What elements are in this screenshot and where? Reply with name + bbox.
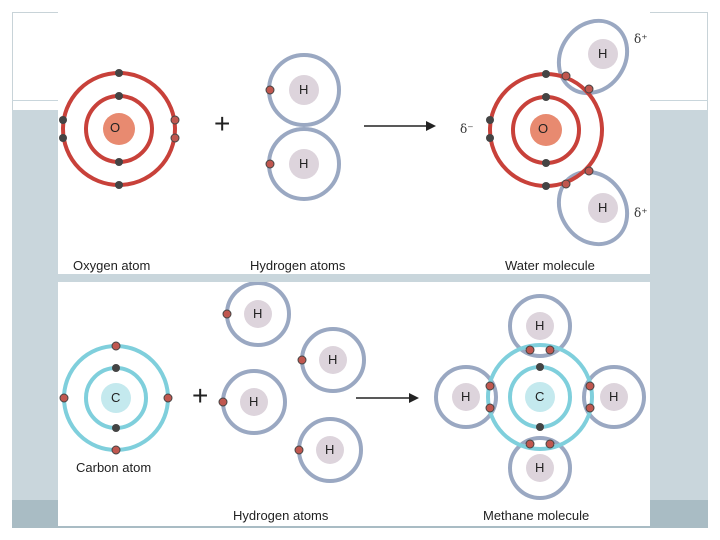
oxygen-symbol: O [110,120,121,135]
hydrogen-symbol-2: H [299,156,309,171]
methane-diagram-panel: C H H H H C H H H H + Carbon atom Hydrog… [58,282,650,526]
methane-hydrogen-atom-2 [297,327,366,393]
delta-plus-label-2: δ⁺ [634,206,648,220]
methane-mol-h-left: H [461,389,471,404]
reaction-arrow-1 [364,121,436,131]
water-diagram-svg [59,18,630,247]
water-hydrogen-symbol-2: H [598,200,608,215]
water-diagram-panel: O H H O H H + δ⁻ δ⁺ δ⁺ Oxygen atom Hydro… [58,12,650,274]
methane-mol-h-right: H [609,389,619,404]
methane-mol-h-top: H [535,318,545,333]
carbon-symbol: C [111,390,121,405]
oxygen-atom-caption: Oxygen atom [73,258,151,273]
methane-hydrogen-atoms-caption: Hydrogen atoms [233,508,329,523]
carbon-atom [59,341,173,455]
delta-minus-label: δ⁻ [460,122,474,136]
methane-hydrogen-atom-4 [294,417,363,483]
reaction-arrow-2 [356,393,419,403]
water-molecule-caption: Water molecule [505,258,595,273]
methane-h-symbol-4: H [325,442,335,457]
water-molecule [486,18,630,247]
hydrogen-symbol-1: H [299,82,309,97]
methane-molecule-caption: Methane molecule [483,508,590,523]
hydrogen-atoms-caption: Hydrogen atoms [250,258,346,273]
plus-sign-2: + [192,380,209,411]
methane-h-symbol-1: H [253,306,263,321]
water-hydrogen-symbol-1: H [598,46,608,61]
plus-sign-1: + [214,108,231,139]
methane-mol-h-bottom: H [535,460,545,475]
delta-plus-label-1: δ⁺ [634,32,648,46]
water-oxygen-symbol: O [538,121,549,136]
carbon-atom-caption: Carbon atom [76,460,152,475]
methane-c-symbol: C [535,389,545,404]
methane-h-symbol-2: H [328,352,338,367]
hydrogen-atom-2 [265,127,341,201]
methane-molecule [434,294,646,500]
methane-diagram-svg [59,282,646,500]
methane-hydrogen-atom-3 [218,369,287,435]
hydrogen-atom-1 [265,53,341,127]
methane-hydrogen-atom-1 [222,282,291,347]
oxygen-atom [59,69,180,189]
methane-h-symbol-3: H [249,394,259,409]
